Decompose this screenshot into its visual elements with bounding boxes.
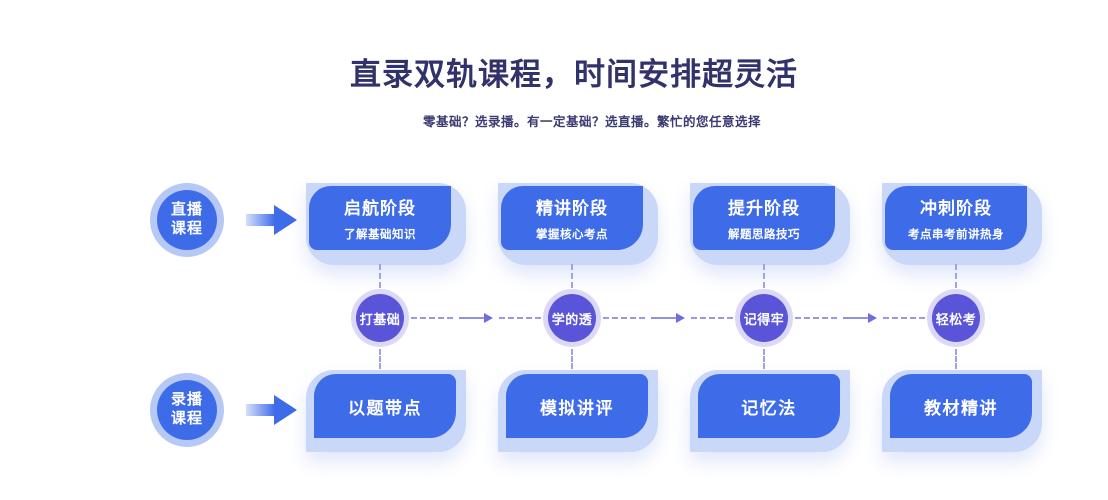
milestone-label: 打基础 bbox=[356, 294, 404, 342]
dashed-connector-horizontal bbox=[795, 310, 925, 326]
stage-title: 冲刺阶段 bbox=[920, 199, 992, 218]
dashed-connector-vertical bbox=[379, 349, 381, 369]
arrow-right-icon bbox=[246, 205, 297, 235]
recorded-course-badge-core: 录播 课程 bbox=[157, 380, 217, 440]
recorded-stage-card-1: 以题带点 bbox=[306, 370, 466, 452]
card-body: 记忆法 bbox=[698, 374, 840, 438]
dash-segment bbox=[883, 317, 925, 319]
recorded-stage-card-3: 记忆法 bbox=[690, 370, 850, 452]
recorded-course-label-line1: 录播 bbox=[170, 391, 203, 409]
recorded-stage-card-4: 教材精讲 bbox=[882, 370, 1042, 452]
live-stage-card-1: 启航阶段 了解基础知识 bbox=[306, 183, 466, 265]
card-body: 以题带点 bbox=[314, 374, 456, 438]
dashed-connector-vertical bbox=[955, 264, 957, 288]
dash-segment bbox=[603, 317, 645, 319]
stage-title: 以题带点 bbox=[348, 398, 422, 418]
stage-title: 模拟讲评 bbox=[540, 398, 614, 418]
stage-title: 教材精讲 bbox=[924, 398, 998, 418]
stage-title: 提升阶段 bbox=[728, 199, 800, 218]
card-body: 提升阶段 解题思路技巧 bbox=[693, 186, 835, 250]
arrow-right-icon bbox=[651, 313, 685, 323]
milestone-circle-3: 记得牢 bbox=[735, 289, 793, 347]
dashed-connector-horizontal bbox=[411, 310, 541, 326]
milestone-circle-2: 学的透 bbox=[543, 289, 601, 347]
page-subtitle: 零基础？选录播。有一定基础？选直播。繁忙的您任意选择 bbox=[422, 115, 761, 129]
card-body: 模拟讲评 bbox=[506, 374, 648, 438]
dashed-connector-vertical bbox=[763, 349, 765, 369]
stage-title: 记忆法 bbox=[741, 398, 797, 418]
live-stage-card-4: 冲刺阶段 考点串考前讲热身 bbox=[882, 183, 1042, 265]
card-body: 启航阶段 了解基础知识 bbox=[309, 186, 451, 250]
milestone-circle-1: 打基础 bbox=[351, 289, 409, 347]
recorded-stage-card-2: 模拟讲评 bbox=[498, 370, 658, 452]
live-stage-card-2: 精讲阶段 掌握核心考点 bbox=[498, 183, 658, 265]
dashed-connector-vertical bbox=[955, 349, 957, 369]
dashed-connector-vertical bbox=[571, 349, 573, 369]
dash-segment bbox=[411, 317, 453, 319]
card-body: 教材精讲 bbox=[890, 374, 1032, 438]
arrow-right-icon bbox=[459, 313, 493, 323]
stage-title: 精讲阶段 bbox=[536, 199, 608, 218]
stage-desc: 解题思路技巧 bbox=[728, 229, 800, 241]
dashed-connector-vertical bbox=[571, 264, 573, 288]
stage-desc: 了解基础知识 bbox=[344, 229, 416, 241]
milestone-label: 学的透 bbox=[548, 294, 596, 342]
card-body: 精讲阶段 掌握核心考点 bbox=[501, 186, 643, 250]
live-course-label-line2: 课程 bbox=[170, 220, 203, 237]
dash-segment bbox=[691, 317, 733, 319]
live-stage-card-3: 提升阶段 解题思路技巧 bbox=[690, 183, 850, 265]
dashed-connector-vertical bbox=[379, 264, 381, 288]
recorded-course-badge: 录播 课程 bbox=[150, 373, 224, 447]
dashed-connector-horizontal bbox=[603, 310, 733, 326]
live-course-label-line1: 直播 bbox=[170, 201, 203, 219]
recorded-course-label-line2: 课程 bbox=[170, 410, 203, 427]
stage-desc: 掌握核心考点 bbox=[536, 229, 608, 241]
page-title: 直录双轨课程，时间安排超灵活 bbox=[350, 57, 798, 92]
stage-desc: 考点串考前讲热身 bbox=[908, 229, 1004, 241]
stage-title: 启航阶段 bbox=[344, 199, 416, 218]
live-course-badge: 直播 课程 bbox=[150, 183, 224, 257]
arrow-right-icon bbox=[843, 313, 877, 323]
dashed-connector-vertical bbox=[763, 264, 765, 288]
card-body: 冲刺阶段 考点串考前讲热身 bbox=[885, 186, 1027, 250]
arrow-right-icon bbox=[246, 395, 297, 425]
milestone-label: 记得牢 bbox=[740, 294, 788, 342]
milestone-label: 轻松考 bbox=[932, 294, 980, 342]
milestone-circle-4: 轻松考 bbox=[927, 289, 985, 347]
dash-segment bbox=[499, 317, 541, 319]
live-course-badge-core: 直播 课程 bbox=[157, 190, 217, 250]
dash-segment bbox=[795, 317, 837, 319]
